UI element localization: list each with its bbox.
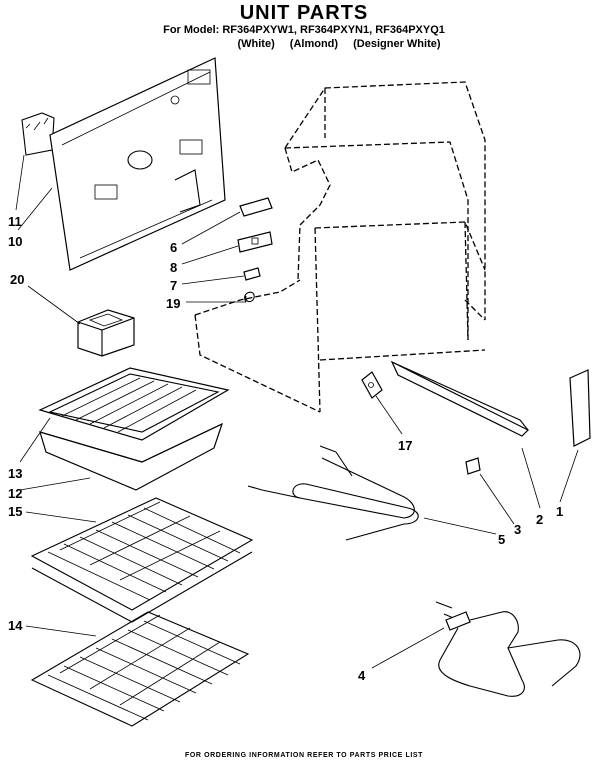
- part-3-spacer: [465, 457, 481, 475]
- callout-20: 20: [10, 272, 24, 287]
- variant-white: (White): [237, 38, 275, 50]
- part-7-clip: [243, 267, 261, 281]
- callout-labels: 11 10 6 8 7 19 20 17 13 12 15 14 1 2 3 5…: [8, 214, 563, 683]
- part-15-oven-rack: [30, 497, 254, 623]
- callout-1: 1: [556, 504, 563, 519]
- part-8-switch: [237, 231, 273, 253]
- callout-14: 14: [8, 618, 23, 633]
- part-2-rail: [390, 360, 530, 437]
- callout-19: 19: [166, 296, 180, 311]
- part-17-bracket: [361, 371, 383, 399]
- callout-15: 15: [8, 504, 22, 519]
- part-20-box: [77, 309, 135, 357]
- part-11-pad: [21, 112, 55, 156]
- part-1-side-trim: [569, 369, 591, 447]
- page-title: UNIT PARTS: [239, 2, 369, 24]
- callout-2: 2: [536, 512, 543, 527]
- variant-designer-white: (Designer White): [353, 38, 441, 50]
- callout-11: 11: [8, 214, 22, 229]
- part-10-rear-panel: [49, 57, 226, 271]
- part-6-bracket: [239, 197, 273, 217]
- callout-7: 7: [170, 278, 177, 293]
- callout-6: 6: [170, 240, 177, 255]
- callout-5: 5: [498, 532, 505, 547]
- part-4-broil-element: [435, 601, 581, 697]
- callout-12: 12: [8, 486, 22, 501]
- callout-3: 3: [514, 522, 521, 537]
- part-14-oven-rack: [30, 611, 250, 727]
- callout-17: 17: [398, 438, 412, 453]
- leader-lines: [15, 154, 579, 669]
- callout-8: 8: [170, 260, 177, 275]
- ordering-note: FOR ORDERING INFORMATION REFER TO PARTS …: [184, 752, 424, 759]
- callout-4: 4: [358, 668, 366, 683]
- color-variants: (White) (Almond) (Designer White): [0, 38, 608, 50]
- part-13-broiler-grid: [38, 367, 230, 441]
- callout-10: 10: [8, 234, 22, 249]
- callout-13: 13: [8, 466, 22, 481]
- part-5-bake-element: [247, 445, 419, 541]
- variant-almond: (Almond): [289, 38, 339, 50]
- oven-cabinet-frame: [194, 81, 486, 413]
- model-numbers: For Model: RF364PXYW1, RF364PXYN1, RF364…: [163, 24, 445, 36]
- part-19-wire-loop: [244, 291, 255, 303]
- part-12-broiler-pan: [39, 422, 224, 491]
